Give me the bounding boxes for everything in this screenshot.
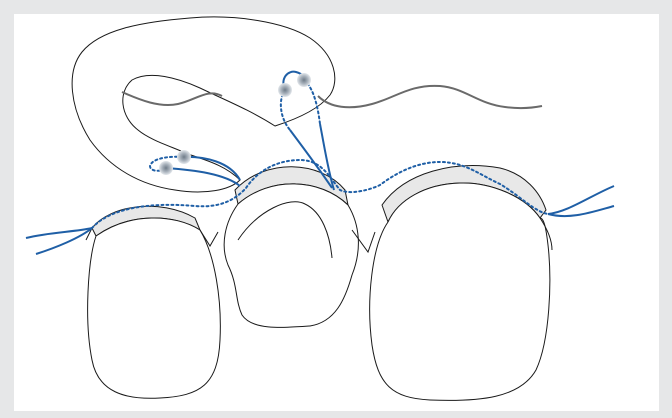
suture-lower-strand-2 <box>165 167 241 187</box>
gingiva-margin-line <box>121 84 543 110</box>
tooth-left <box>87 217 221 399</box>
suture-end-right-2 <box>547 205 615 218</box>
tooth-right-distal-edge <box>539 217 553 251</box>
dental-suture-illustration <box>25 16 615 401</box>
suture-end-right-1 <box>547 185 615 215</box>
figure-canvas <box>14 14 659 411</box>
puncture-point-lower-top <box>177 150 191 164</box>
papilla-right <box>351 229 376 254</box>
suture-end-left-2 <box>35 227 93 255</box>
suture-upper-loop-dotted <box>279 79 321 131</box>
suture-path-dotted <box>91 158 549 229</box>
tooth-middle <box>223 183 359 328</box>
suture-upper-strand-2 <box>289 129 333 189</box>
papilla-left <box>199 229 219 247</box>
suture-end-left-1 <box>25 227 93 239</box>
suture-upper-strand-3 <box>319 123 335 191</box>
puncture-point-lower-bottom <box>159 161 173 175</box>
tissue-flap <box>71 16 336 193</box>
puncture-point-upper-right <box>297 73 311 87</box>
suture-lower-loop-dotted <box>148 155 183 172</box>
puncture-point-upper-left <box>278 83 292 97</box>
tooth-right <box>369 182 551 401</box>
tooth-middle-inner-curve <box>237 201 333 259</box>
